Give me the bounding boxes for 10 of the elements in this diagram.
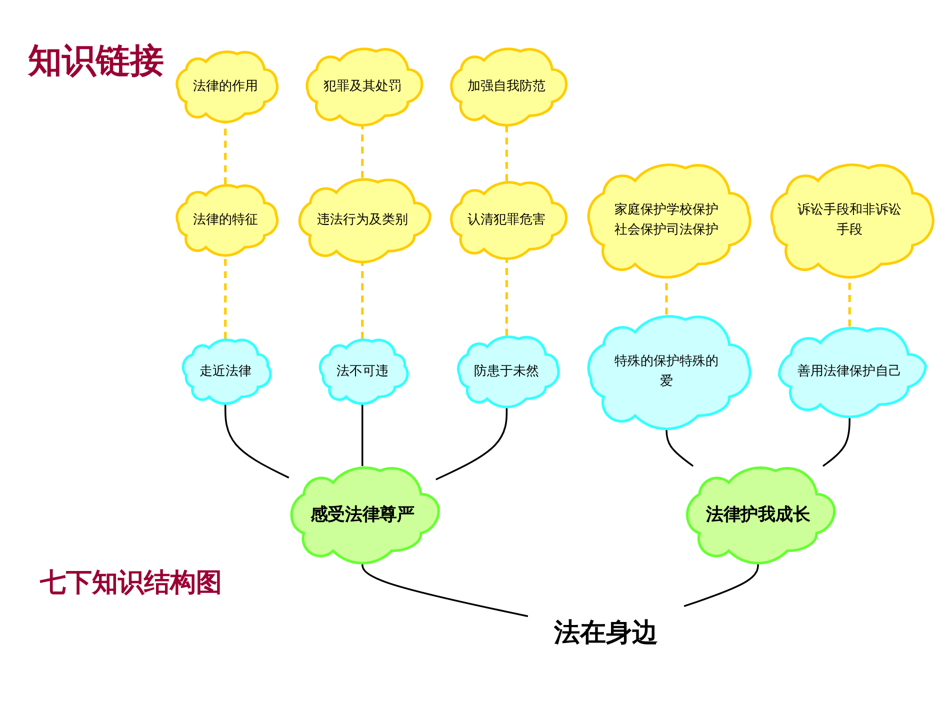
connector	[224, 402, 290, 479]
connector	[436, 406, 508, 481]
connector	[505, 124, 508, 182]
connector	[361, 124, 364, 178]
title: 知识链接	[28, 40, 164, 83]
note-text: 七下知识结构图	[40, 567, 222, 600]
connector	[362, 402, 364, 466]
connector	[505, 258, 508, 336]
connector	[361, 260, 364, 340]
node-text: 法在身边	[554, 618, 658, 648]
